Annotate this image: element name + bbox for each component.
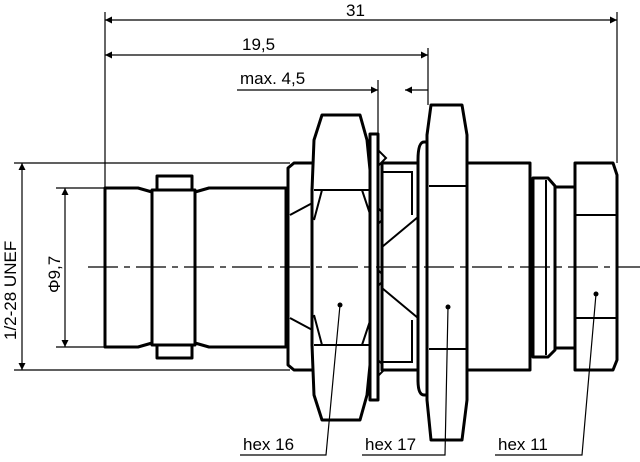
extension-lines [14, 12, 618, 371]
callout-hex-16: hex 16 [240, 302, 343, 456]
connector-body [103, 103, 619, 442]
callout-label: hex 17 [365, 435, 416, 454]
dimension-label: max. 4,5 [240, 69, 305, 88]
dimension-thread: 1/2-28 UNEF [1, 163, 26, 370]
callout-label: hex 16 [243, 435, 294, 454]
dimension-label: 1/2-28 UNEF [1, 241, 20, 340]
dimension-panel-thickness: max. 4,5 [237, 69, 428, 94]
dimension-diameter: Φ9,7 [45, 188, 69, 347]
callout-label: hex 11 [498, 435, 548, 454]
dimension-overall-length: 31 [105, 1, 617, 24]
callout-hex-17: hex 17 [362, 304, 451, 456]
dimension-to-panel: 19,5 [105, 35, 428, 59]
dimension-label: 19,5 [242, 35, 275, 54]
dimension-label: 31 [346, 1, 365, 20]
dimension-label: Φ9,7 [45, 256, 64, 293]
callout-hex-11: hex 11 [495, 291, 599, 456]
